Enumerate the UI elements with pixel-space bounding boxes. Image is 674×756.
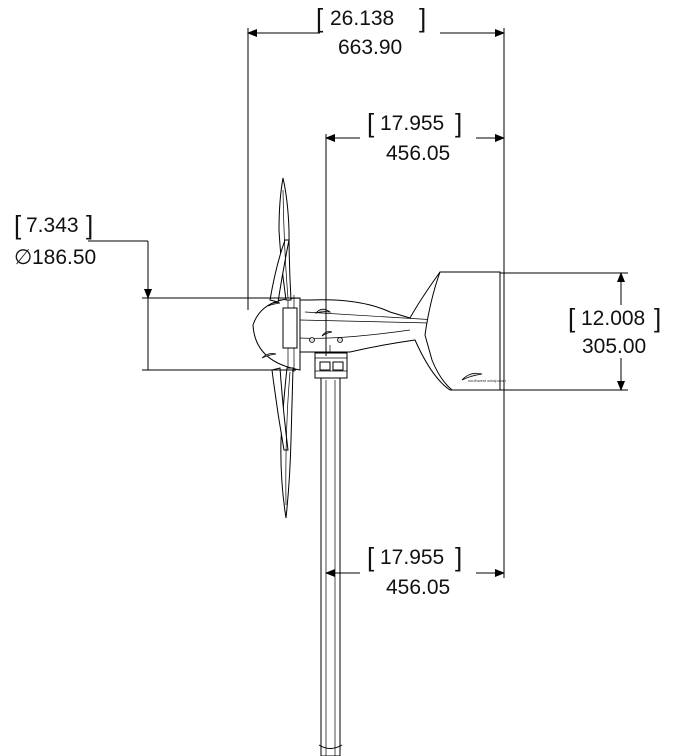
dimension-tail-height: [ 12.008 ] 305.00: [500, 272, 661, 391]
overall-length-mm: 663.90: [338, 36, 402, 59]
rotor-to-tail-top-inches: 17.955: [380, 112, 444, 135]
bracket-close: ]: [455, 542, 462, 572]
hub-nose-cone: [252, 295, 301, 372]
tail-height-mm: 305.00: [582, 335, 646, 358]
bracket-open: [: [568, 303, 576, 333]
overall-length-inches: 26.138: [330, 7, 394, 30]
yaw-collar: [314, 352, 348, 379]
bracket-open: [: [14, 210, 22, 240]
bracket-close: ]: [86, 210, 93, 240]
bracket-open: [: [367, 542, 375, 572]
rotor-blades: [269, 177, 294, 519]
bracket-close: ]: [654, 303, 661, 333]
tail-logo-text: southwest windpower: [468, 378, 507, 383]
turbine-drawing: southwest windpower: [252, 177, 507, 756]
dimension-hub-diameter: [ 7.343 ] ∅ 186.50: [14, 210, 298, 371]
bracket-open: [: [367, 108, 375, 138]
tower-pole: [318, 375, 343, 756]
bracket-close: ]: [419, 3, 426, 33]
bracket-close: ]: [455, 108, 462, 138]
tail-height-inches: 12.008: [581, 307, 645, 330]
hub-diameter-inches: 7.343: [26, 214, 79, 237]
bracket-open: [: [316, 3, 324, 33]
hub-diameter-mm: 186.50: [32, 246, 96, 269]
rotor-to-tail-top-mm: 456.05: [386, 142, 450, 165]
tail-fin: southwest windpower: [424, 271, 507, 391]
dimension-rotor-to-tail-top: [ 17.955 ] 456.05: [325, 108, 505, 356]
rotor-to-tail-bottom-mm: 456.05: [386, 576, 450, 599]
rotor-to-tail-bottom-inches: 17.955: [380, 546, 444, 569]
diameter-symbol: ∅: [14, 246, 32, 269]
dimension-overall-length: [ 26.138 ] 663.90: [247, 3, 505, 385]
dimension-rotor-to-tail-bottom: [ 17.955 ] 456.05: [325, 385, 505, 599]
